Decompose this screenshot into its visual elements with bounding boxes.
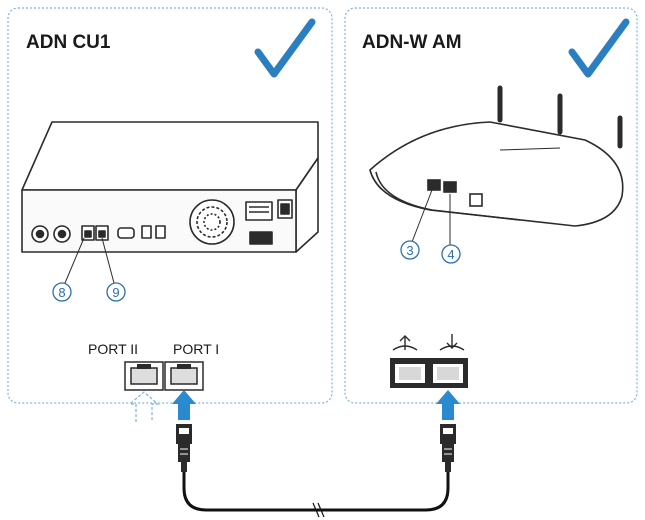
callout-8 bbox=[52, 282, 72, 302]
alt-arrow-icon bbox=[128, 391, 160, 422]
callout-9 bbox=[106, 282, 126, 302]
checkmark-icon bbox=[568, 18, 630, 78]
cable-line bbox=[182, 472, 450, 512]
callout-4 bbox=[441, 244, 461, 264]
side-connector bbox=[469, 193, 483, 207]
adn-cu1-device bbox=[21, 121, 319, 253]
panel-title: ADN CU1 bbox=[26, 32, 111, 53]
callout-3-label: 3 bbox=[406, 243, 413, 258]
arrow-up-icon bbox=[436, 390, 460, 420]
connector-small-2 bbox=[155, 225, 166, 239]
callout-9-label: 9 bbox=[112, 285, 119, 300]
panel-title: ADN-W AM bbox=[362, 32, 462, 53]
rj45-port-i bbox=[164, 361, 204, 391]
port-ii-label: PORT II bbox=[88, 341, 138, 357]
callout-3 bbox=[400, 240, 420, 260]
cable-break-mark bbox=[312, 502, 325, 518]
adn-w-am-device bbox=[369, 85, 624, 227]
panel-frame bbox=[7, 7, 333, 404]
panel-adn-cu1: ADN CU1 bbox=[7, 7, 333, 422]
rj45-port-ii bbox=[124, 361, 164, 391]
callouts-right: 3 4 bbox=[400, 189, 461, 264]
device-front bbox=[375, 171, 521, 221]
device-top bbox=[21, 121, 319, 191]
connector-dsub bbox=[117, 227, 135, 239]
callout-8-label: 8 bbox=[58, 285, 65, 300]
checkmark-icon bbox=[254, 18, 316, 78]
download-icon bbox=[439, 334, 465, 351]
connector-small-1 bbox=[141, 225, 152, 239]
rj45-plug-icon bbox=[176, 424, 192, 472]
label-plate bbox=[245, 201, 273, 221]
arrow-up-icon bbox=[172, 390, 196, 420]
callouts-left: 8 9 bbox=[52, 237, 126, 302]
ethernet-cable bbox=[176, 424, 456, 518]
device-body bbox=[369, 121, 624, 227]
upload-icon bbox=[392, 335, 418, 351]
panel-adn-w-am: ADN-W AM 3 4 bbox=[344, 7, 638, 420]
panel-frame bbox=[344, 7, 638, 404]
port-i-label: PORT I bbox=[173, 341, 219, 357]
rj45-port-icon bbox=[443, 181, 457, 193]
rj45-port-icon bbox=[427, 179, 441, 191]
callout-4-label: 4 bbox=[447, 247, 454, 262]
rj45-double-jack bbox=[390, 358, 468, 388]
rj45-plug-icon bbox=[440, 424, 456, 472]
power-switch bbox=[249, 231, 273, 245]
